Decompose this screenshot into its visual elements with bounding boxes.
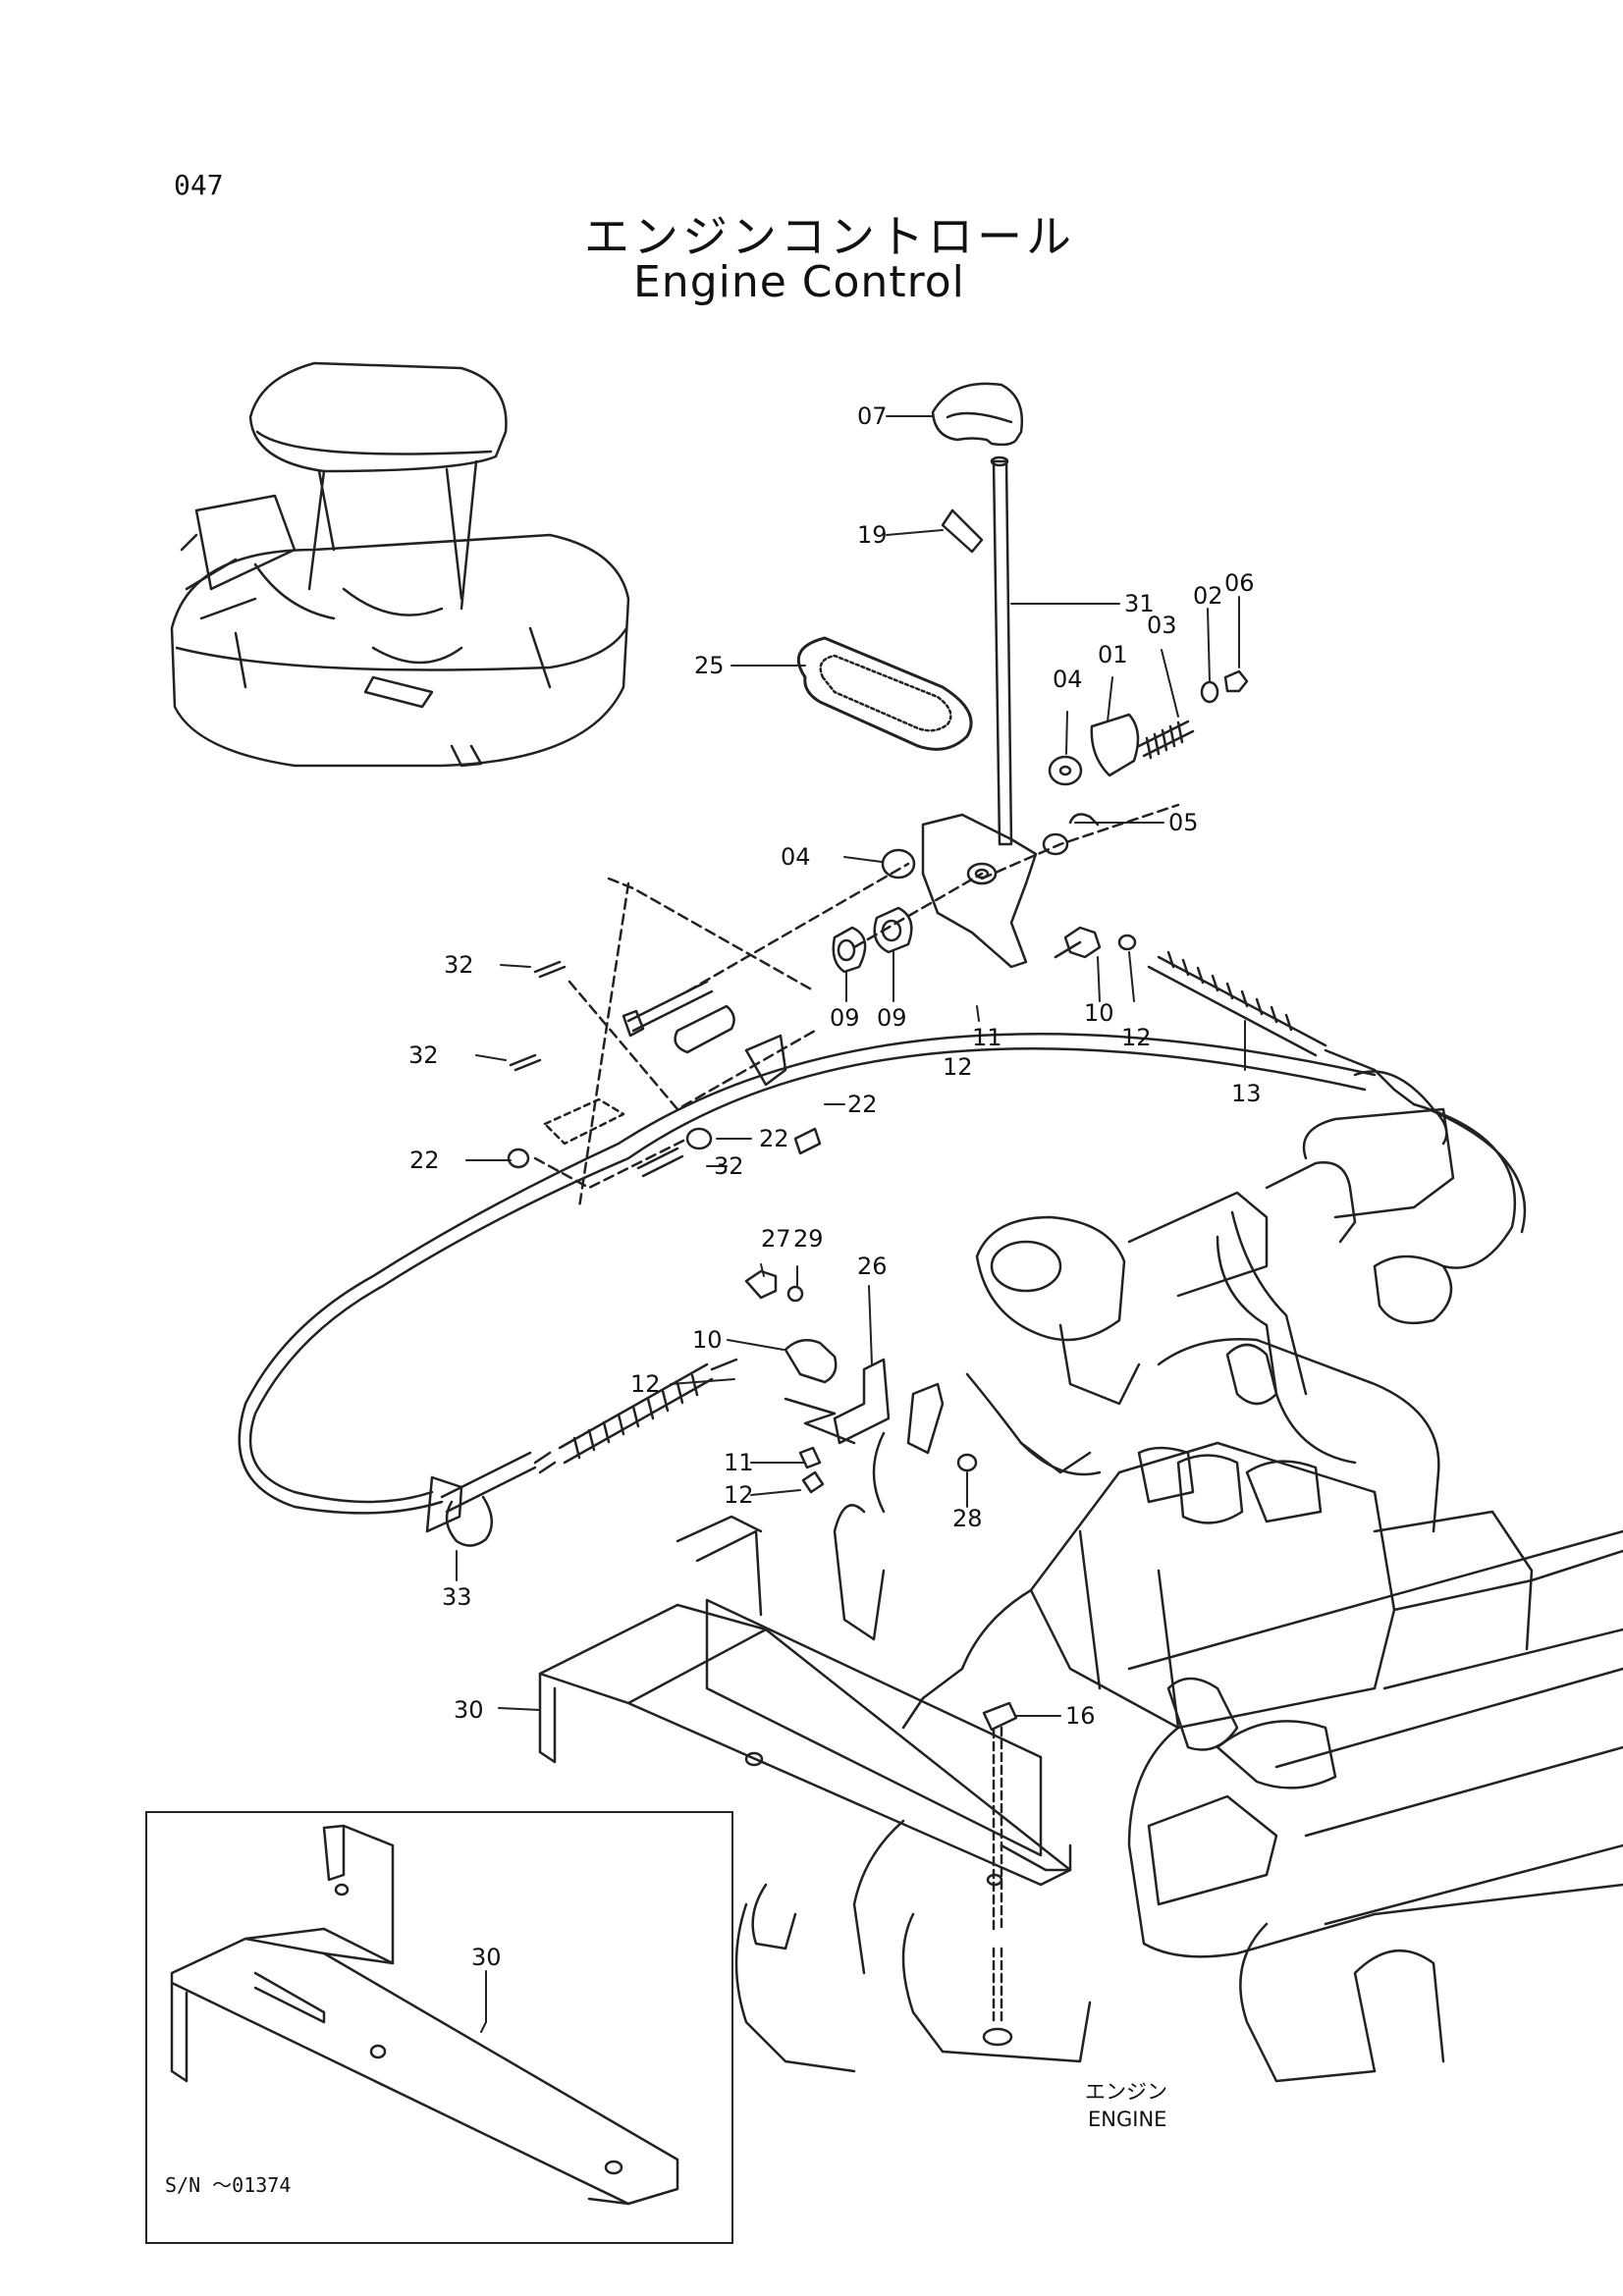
assembly-line bbox=[852, 872, 984, 949]
callout-09: 09 bbox=[830, 1004, 860, 1032]
spring-assembly bbox=[1048, 669, 1249, 786]
page-number: 047 bbox=[174, 169, 224, 201]
page-title-japanese: エンジンコントロール bbox=[584, 210, 1075, 263]
callout-22: 22 bbox=[409, 1147, 440, 1174]
machine-overview-illustration bbox=[170, 361, 630, 768]
washer bbox=[881, 848, 916, 880]
assembly-line bbox=[685, 862, 910, 993]
callout-29: 29 bbox=[793, 1225, 824, 1253]
callout-labels: 07 19 31 03 02 06 01 04 05 25 04 32 09 0… bbox=[408, 402, 1262, 1971]
bolt bbox=[982, 1701, 1018, 2047]
callout-19: 19 bbox=[857, 521, 888, 549]
serial-inset-frame bbox=[145, 1811, 733, 2244]
callout-07: 07 bbox=[857, 402, 888, 430]
callout-28: 28 bbox=[952, 1505, 983, 1532]
engine-block bbox=[734, 1107, 1623, 2083]
callout-32: 32 bbox=[408, 1041, 439, 1069]
assembly-line bbox=[980, 803, 1180, 881]
fastener-cluster bbox=[507, 877, 822, 1209]
control-lever bbox=[931, 382, 1024, 846]
inset-bracket-detail bbox=[170, 1824, 679, 2206]
callout-10: 10 bbox=[692, 1326, 723, 1354]
callout-12: 12 bbox=[1121, 1024, 1152, 1051]
callout-33: 33 bbox=[442, 1583, 472, 1611]
callout-03: 03 bbox=[1147, 612, 1177, 639]
callout-25: 25 bbox=[694, 652, 725, 679]
engine-label-japanese: エンジン bbox=[1085, 2080, 1167, 2104]
callout-06: 06 bbox=[1224, 569, 1255, 597]
callout-11: 11 bbox=[724, 1449, 754, 1476]
callout-12: 12 bbox=[724, 1481, 754, 1509]
callout-05: 05 bbox=[1168, 809, 1199, 836]
callout-01: 01 bbox=[1098, 641, 1128, 668]
lower-linkage bbox=[744, 1269, 1102, 1494]
callout-27: 27 bbox=[761, 1225, 791, 1253]
engine-label-english: ENGINE bbox=[1088, 2108, 1167, 2131]
callout-31: 31 bbox=[1124, 590, 1155, 617]
callout-16: 16 bbox=[1065, 1702, 1096, 1730]
leader-lines bbox=[456, 415, 1246, 2033]
callout-11: 11 bbox=[972, 1024, 1002, 1051]
callout-02: 02 bbox=[1193, 582, 1223, 610]
bushings bbox=[832, 906, 913, 974]
callout-04: 04 bbox=[781, 843, 811, 871]
callout-04: 04 bbox=[1053, 666, 1083, 693]
callout-30: 30 bbox=[454, 1696, 484, 1724]
callout-26: 26 bbox=[857, 1253, 888, 1280]
callout-10: 10 bbox=[1084, 999, 1114, 1027]
callout-12: 12 bbox=[630, 1370, 661, 1398]
callout-09: 09 bbox=[877, 1004, 907, 1032]
page-title-english: Engine Control bbox=[633, 257, 965, 307]
callout-30-inset: 30 bbox=[471, 1944, 502, 1971]
callout-12: 12 bbox=[943, 1053, 973, 1081]
lever-bracket bbox=[921, 813, 1100, 969]
boot-seal bbox=[796, 636, 973, 751]
callout-32: 32 bbox=[714, 1152, 744, 1180]
callout-22: 22 bbox=[847, 1091, 878, 1118]
callout-13: 13 bbox=[1231, 1080, 1262, 1107]
control-cable bbox=[238, 926, 1527, 1547]
callout-22: 22 bbox=[759, 1125, 789, 1152]
callout-32: 32 bbox=[444, 951, 474, 979]
serial-number-note: S/N ～01374 bbox=[165, 2173, 292, 2197]
